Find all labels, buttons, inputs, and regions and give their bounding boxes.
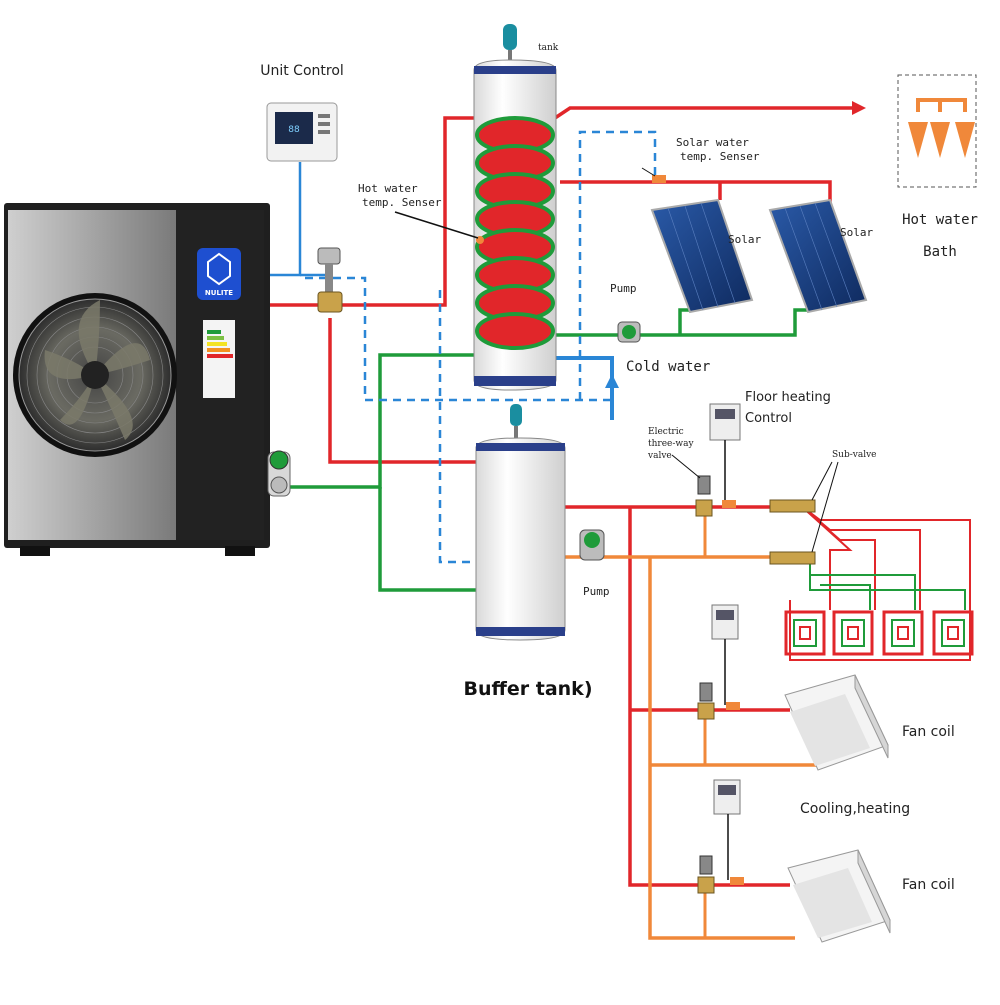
pipe-to-bath	[554, 106, 855, 120]
brand-name: NULITE	[205, 289, 233, 297]
sub-valve-manifold: Sub-valve	[769, 450, 877, 565]
electric-valve-label-1: Electric	[648, 427, 684, 437]
fan-coil-control-2: Cooling,heating	[697, 779, 910, 894]
solar-panel-1: Solar	[650, 198, 761, 314]
fan-coil-label-2: Fan coil	[902, 877, 955, 893]
svg-text:88: 88	[288, 125, 300, 135]
control-wire	[265, 162, 302, 277]
hot-water-tank: tank	[473, 24, 559, 391]
pipe-cold-water	[540, 356, 614, 420]
control-screen	[275, 112, 313, 144]
sub-valve-label: Sub-valve	[832, 450, 877, 460]
pump-buffer-label: Pump	[583, 585, 610, 598]
tank-label: tank	[538, 43, 559, 53]
sensor-wire-2	[578, 130, 657, 400]
sensor-wire-3	[438, 290, 478, 564]
floor-heating-control: Floor heating Control	[709, 390, 831, 508]
pipe-solar-return	[556, 308, 808, 337]
electric-valve-label-3: valve	[647, 451, 672, 461]
solar-sensor-label-1: Solar water	[676, 136, 749, 149]
solar-pump: Pump	[610, 282, 641, 343]
fan-coil-unit-1: Fan coil	[784, 674, 955, 771]
solar-sensor-label-2: temp. Senser	[680, 150, 760, 163]
solar-sensor: Solar water temp. Senser	[641, 136, 760, 183]
pipe-solar-hot	[560, 180, 832, 205]
heat-pump-unit: NULITE	[4, 203, 270, 556]
fan-coil-unit-2: Fan coil	[787, 849, 955, 943]
three-way-valve	[317, 247, 343, 313]
hot-water-bath-label-2: Bath	[923, 244, 957, 260]
floor-heating-loops	[789, 504, 971, 661]
heating-coil	[475, 116, 555, 350]
hot-water-sensor-label-2: temp. Senser	[362, 196, 442, 209]
unit-control-label: Unit Control	[260, 63, 344, 79]
buffer-tank: Buffer tank)	[463, 404, 593, 700]
unit-control: 88 Unit Control	[260, 63, 344, 162]
shower-head-icon	[930, 122, 950, 158]
cooling-heating-label: Cooling,heating	[800, 801, 910, 817]
floor-heating-label-2: Control	[745, 411, 792, 426]
brand-logo-icon	[207, 252, 231, 286]
sensor-wire-1	[305, 276, 610, 402]
buffer-tank-label: Buffer tank)	[463, 678, 592, 700]
shower-head-icon	[908, 122, 928, 158]
pipe-solar-return-branch	[678, 308, 692, 335]
pipe-return-coil	[265, 353, 478, 489]
hot-water-sensor-label-1: Hot water	[358, 182, 418, 195]
circulation-pump-unit	[267, 450, 291, 497]
pipe-to-coil	[340, 116, 478, 307]
floor-heating-coils	[784, 610, 974, 656]
buffer-pump: Pump	[579, 529, 610, 598]
electric-three-way-valve: Electric three-way valve	[647, 427, 713, 517]
flow-arrow	[852, 101, 866, 115]
solar-panel-2: Solar	[768, 198, 873, 314]
expansion-vessel	[503, 24, 517, 50]
fan-coil-control-1	[697, 604, 740, 720]
hot-water-bath-label-1: Hot water	[902, 212, 978, 228]
fan-coil-label-1: Fan coil	[902, 724, 955, 740]
electric-valve-label-2: three-way	[648, 439, 694, 449]
pipe-to-buffer	[328, 318, 478, 464]
hot-water-bath: Hot water Bath	[897, 74, 978, 260]
hot-water-sensor-callout: Hot water temp. Senser	[358, 182, 479, 239]
solar-label-2: Solar	[840, 226, 873, 239]
cold-arrow	[605, 374, 619, 388]
cold-water-label: Cold water	[626, 359, 710, 375]
floor-heating-label-1: Floor heating	[745, 390, 831, 405]
pump-top-label: Pump	[610, 282, 637, 295]
shower-head-icon	[955, 122, 975, 158]
pipe-return-buffer	[378, 487, 478, 592]
pipe-main-return	[648, 557, 795, 940]
solar-label-1: Solar	[728, 233, 761, 246]
